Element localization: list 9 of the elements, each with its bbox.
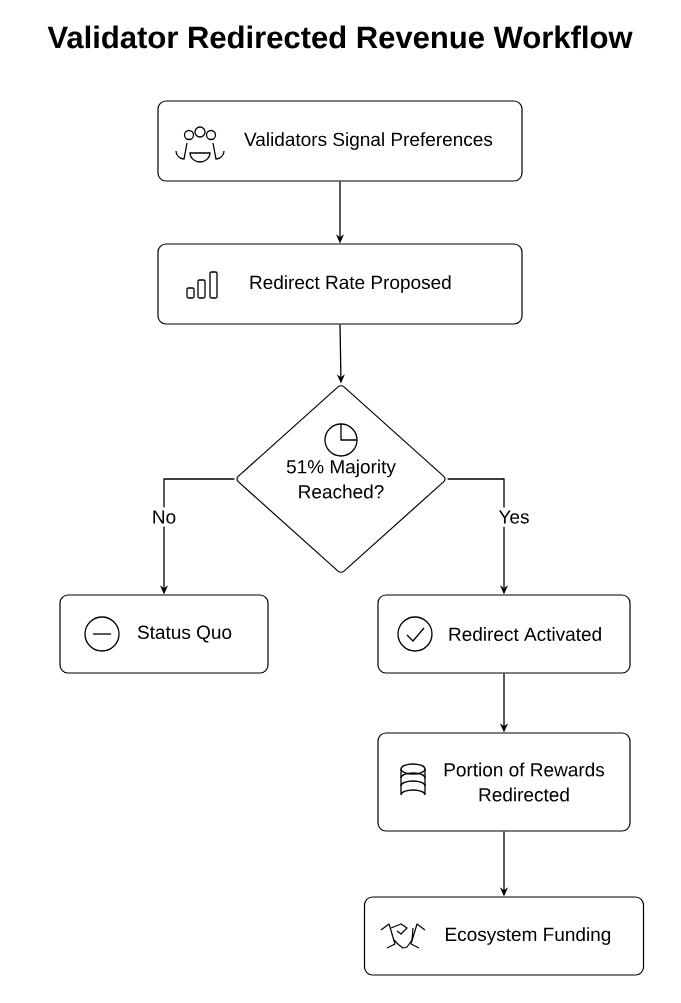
process-box: Validators Signal Preferences [157, 100, 523, 182]
process-box: Ecosystem Funding [363, 896, 645, 976]
process-box: Portion of Rewards Redirected [377, 732, 631, 832]
process-box: Redirect Activated [377, 594, 631, 674]
edge-label: Yes [495, 507, 533, 527]
process-box: Status Quo [59, 594, 269, 674]
process-box: Redirect Rate Proposed [157, 243, 523, 325]
title: Validator Redirected Revenue Workflow [47, 25, 633, 49]
edge-label: No [148, 507, 180, 527]
